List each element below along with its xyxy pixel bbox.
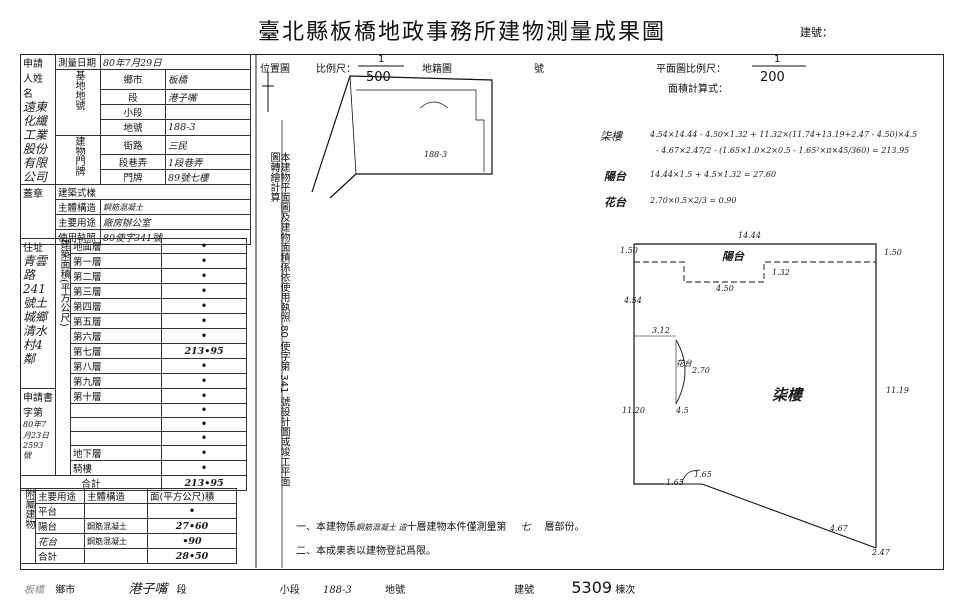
planter-arc <box>675 339 686 405</box>
footer-township-label: 鄉市 <box>55 585 76 596</box>
dim-left-top: 1.50 <box>620 246 638 255</box>
dim-top: 14.44 <box>738 231 761 240</box>
building-data-table: 申請人姓名 遠東化纖工業股份有限公司 測量日期 80年7月29日 基地地號 鄉市… <box>20 54 251 245</box>
annex-use-3: 合計 <box>35 548 85 564</box>
balcony-label: 陽台 <box>722 250 744 263</box>
scale-denominator: 500 <box>366 70 391 85</box>
formula-balcony-label: 陽台 <box>604 170 626 183</box>
note-1-suffix: 層部份。 <box>544 522 585 533</box>
formula-planter: 2.70×0.5×2/3 = 0.90 <box>650 196 737 205</box>
footer-lot-label: 地號 <box>384 585 405 596</box>
balcony-line <box>634 261 876 283</box>
applicant-value: 遠東化纖工業股份有限公司 <box>23 100 48 184</box>
dim-bottom-right: 2.47 <box>872 548 890 557</box>
building-number-label: 建號： <box>800 26 833 39</box>
plan-scale-numerator: 1 <box>774 54 781 65</box>
application-cell: 申請書 字第 80年7月23日 2593號 <box>20 388 56 476</box>
formula-label: 面積計算式： <box>668 84 728 95</box>
dim-bottom1: 1.65 <box>666 478 684 487</box>
cadastral-lot-line <box>349 75 357 175</box>
dim-right-top: 1.50 <box>884 248 902 257</box>
dim-right: 11.19 <box>886 386 909 395</box>
base-label: 基地地號 <box>55 69 101 136</box>
dim-bottom2: 1.65 <box>694 470 712 479</box>
document-frame <box>20 54 944 570</box>
lot-number-label: 號 <box>534 64 544 75</box>
plan-bottom-diagonal <box>701 483 877 549</box>
floors-table: 住址 青雲路241號土城鄉清水村4鄰 建築面積(平方公尺) 地面層 • 第一層•… <box>20 238 247 491</box>
address-cell: 住址 青雲路241號土城鄉清水村4鄰 <box>20 238 56 389</box>
plan-outline-right <box>634 243 877 548</box>
formula-balcony: 14.44×1.5 + 4.5×1.32 = 27.60 <box>650 170 777 179</box>
cadastral-map-label: 地籍圖 <box>422 64 452 75</box>
survey-date-value: 80年7月29日 <box>100 54 251 70</box>
formula-planter-label: 花台 <box>604 196 626 209</box>
dim-curve: 2.70 <box>692 366 710 375</box>
word-no-value: 80年7月23日 2593號 <box>23 420 50 460</box>
survey-date-label: 測量日期 <box>55 54 101 70</box>
dim-mid: 3.12 <box>652 326 670 335</box>
note-1-mid: 十層建物本件僅測量第 <box>406 522 507 533</box>
cadastral-inner-line <box>356 89 485 172</box>
side-note: 本建物平面圖及建物面積係依使用執照 80 使字第 341 號設計圖或竣工平面圖轉… <box>268 152 289 487</box>
dim-inner2: 4.50 <box>716 284 734 293</box>
cadastral-arc <box>419 101 449 109</box>
location-map-label: 位置圖 <box>260 64 290 75</box>
footer-subsection-label: 小段 <box>279 585 300 596</box>
map-lot-number: 188-3 <box>424 150 448 159</box>
note-1-hand: 鋼筋混凝土 造 <box>356 523 407 532</box>
annex-area-3: 28•50 <box>147 548 237 564</box>
plan-scale-denominator: 200 <box>760 70 785 85</box>
lot-label: 地號 <box>100 119 166 136</box>
dim-inner1: 1.32 <box>772 268 790 277</box>
word-no-label: 字第 <box>23 408 43 419</box>
document-title: 臺北縣板橋地政事務所建物測量成果圖 <box>258 20 667 45</box>
footer-section-hand: 港子嘴 <box>128 582 168 597</box>
plan-corner-arc <box>681 469 701 485</box>
applicant-label: 申請人姓名 <box>23 59 43 100</box>
formula-main-line1: 4.54×14.44 - 4.50×1.32 + 11.32×(11.74+13… <box>650 130 918 139</box>
note-1-floor: 七 <box>520 522 531 533</box>
dim-left: 4.54 <box>624 296 642 305</box>
cadastral-lot-outline <box>311 75 493 199</box>
scale-numerator: 1 <box>378 54 385 65</box>
plan-scale-label: 平面圖比例尺： <box>656 64 726 75</box>
formula-main-label: 柒樓 <box>600 130 622 143</box>
room-label: 柒樓 <box>772 386 803 404</box>
dim-arc: 4.5 <box>676 406 689 415</box>
note-2: 二、本成果表以建物登記爲限。 <box>296 546 436 557</box>
footer-lot-hand: 188-3 <box>322 585 352 596</box>
planter-label: 花台 <box>676 359 692 368</box>
building-door-label: 建物門牌 <box>55 134 101 185</box>
lot-value: 188-3 <box>165 119 251 136</box>
footer-township-hand: 板橋 <box>24 585 44 596</box>
plan-outline-left <box>633 244 664 485</box>
floor-area-6: • <box>161 328 247 344</box>
dim-bottom3: 4.67 <box>830 524 848 533</box>
footer-bldg-value: 5309 <box>571 578 613 597</box>
address-value: 青雲路241號土城鄉清水村4鄰 <box>23 254 48 366</box>
footer-bldg-suffix: 棟次 <box>615 585 636 596</box>
footer-section-label: 段 <box>176 585 187 596</box>
formula-main-line2: - 4.67×2.47/2 - (1.65×1.0×2×0.5 - 1.65²×… <box>656 146 910 155</box>
note-1-prefix: 一、本建物係 <box>296 522 356 533</box>
footer-bldg-label: 建號 <box>514 585 535 596</box>
note-1: 一、本建物係鋼筋混凝土 造十層建物本件僅測量第 七 層部份。 <box>296 518 585 533</box>
application-label: 申請書 <box>23 393 53 404</box>
scale-label: 比例尺： <box>316 64 356 75</box>
seal-label: 蓋章 <box>23 189 43 200</box>
address-label: 住址 <box>23 243 43 254</box>
footer: 板橋 鄉市 港子嘴 段 小段 188-3 地號 建號 5309 棟次 <box>24 578 635 597</box>
